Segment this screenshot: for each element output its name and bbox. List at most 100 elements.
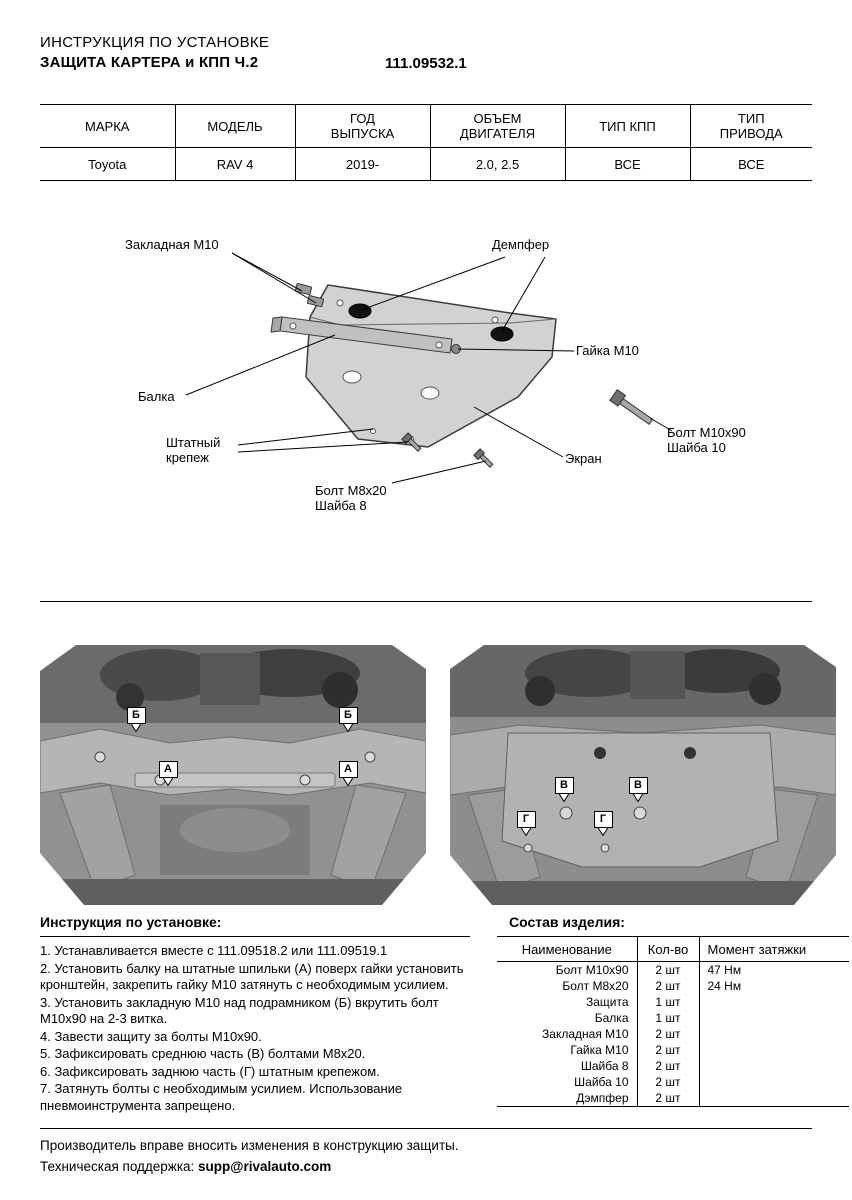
instructions-title: Инструкция по установке: — [40, 914, 470, 937]
installation-instructions: Инструкция по установке: 1. Устанавливае… — [40, 914, 488, 1115]
section-divider — [40, 601, 812, 602]
part-torque — [698, 1042, 849, 1058]
callout-letter: Г — [593, 811, 613, 828]
callout-arrow-icon — [558, 793, 570, 802]
part-torque — [698, 994, 849, 1010]
part-torque — [698, 1058, 849, 1074]
vehicle-table-header-row: МАРКА МОДЕЛЬ ГОД ВЫПУСКА ОБЪЕМ ДВИГАТЕЛЯ… — [40, 104, 812, 148]
support-label: Техническая поддержка: — [40, 1159, 199, 1174]
instruction-step: 1. Устанавливается вместе с 111.09518.2 … — [40, 943, 388, 958]
callout-V-right: В — [628, 777, 648, 802]
part-qty: 2 шт — [636, 961, 699, 978]
parts-row: Болт М10х90 2 шт 47 Нм — [497, 961, 849, 978]
parts-row: Защита 1 шт — [497, 994, 849, 1010]
engine-area — [450, 645, 836, 717]
part-torque: 24 Нм — [698, 978, 849, 994]
callout-letter: Г — [516, 811, 536, 828]
label-embedded-nut: Закладная М10 — [125, 237, 219, 252]
part-qty: 2 шт — [636, 978, 699, 994]
part-name: Балка — [594, 1011, 629, 1025]
support-line: Техническая поддержка: supp@rivalauto.co… — [40, 1159, 812, 1174]
manufacturer-note: Производитель вправе вносить изменения в… — [40, 1138, 459, 1153]
part-name: Дэмпфер — [497, 1090, 637, 1107]
crossbar-shape — [270, 316, 453, 354]
callout-letter: А — [338, 761, 358, 778]
part-torque: 47 Нм — [698, 961, 849, 978]
callout-V-left: В — [554, 777, 574, 802]
callout-G-left: Г — [516, 811, 536, 836]
bolt-m8x20-shape — [401, 432, 422, 452]
callout-arrow-icon — [342, 777, 354, 786]
photo-after-install: В В Г Г — [449, 645, 837, 905]
doc-footer: Производитель вправе вносить изменения в… — [40, 1128, 812, 1174]
parts-col-name: Наименование — [497, 936, 637, 962]
callout-B-right: Б — [338, 707, 358, 732]
callout-arrow-icon — [342, 723, 354, 732]
vehicle-col-drive: ТИП ПРИВОДА — [689, 104, 812, 148]
photo-white-corners — [450, 645, 836, 905]
vehicle-col-gearbox: ТИП КПП — [564, 104, 690, 148]
instruction-step: 4. Завести защиту за болты М10х90. — [40, 1028, 262, 1044]
callout-arrow-icon — [520, 827, 532, 836]
vehicle-table-data-row: Toyota RAV 4 2019- 2.0, 2.5 ВСЕ ВСЕ — [40, 147, 812, 181]
label-bolt-m10: Болт М10х90 Шайба 10 — [667, 425, 746, 455]
parts-row: Балка 1 шт — [497, 1010, 849, 1026]
vehicle-col-year: ГОД ВЫПУСКА — [294, 104, 430, 148]
parts-row: Болт М8х20 2 шт 24 Нм — [497, 978, 849, 994]
instruction-step: 3. Установить закладную М10 над подрамни… — [40, 994, 439, 1027]
part-qty: 1 шт — [636, 1010, 699, 1026]
callout-arrow-icon — [597, 827, 609, 836]
callout-A-right: А — [338, 761, 358, 786]
part-torque — [698, 1090, 849, 1107]
vehicle-gearbox: ВСЕ — [564, 147, 690, 181]
part-torque — [698, 1010, 849, 1026]
callout-letter: А — [158, 761, 178, 778]
engine-area — [40, 645, 426, 723]
parts-diagram: Закладная М10 Демпфер Гайка М10 Балка Шт… — [40, 225, 812, 540]
part-name: Защита — [585, 995, 629, 1009]
photo-before-drawing — [39, 645, 427, 905]
vehicle-table: МАРКА МОДЕЛЬ ГОД ВЫПУСКА ОБЪЕМ ДВИГАТЕЛЯ… — [40, 104, 812, 181]
parts-table: Наименование Кол-во Момент затяжки Болт … — [497, 936, 849, 1107]
embedded-nut-shapes — [294, 283, 325, 308]
callout-arrow-icon — [130, 723, 142, 732]
callout-arrow-icon — [632, 793, 644, 802]
parts-row: Шайба 8 2 шт — [497, 1058, 849, 1074]
bolt-m10x90-shape — [609, 389, 654, 425]
label-damper: Демпфер — [492, 237, 550, 252]
part-name: Шайба 8 — [580, 1059, 629, 1073]
callout-letter: Б — [126, 707, 146, 724]
part-qty: 2 шт — [636, 1026, 699, 1042]
part-name: Болт М10х90 — [555, 963, 629, 977]
callout-B-left: Б — [126, 707, 146, 732]
subframe-area — [39, 728, 427, 891]
instruction-step: 7. Затянуть болты с необходимым усилием.… — [40, 1081, 403, 1113]
parts-row: Шайба 10 2 шт — [497, 1074, 849, 1090]
part-name: Болт М8х20 — [562, 979, 629, 993]
parts-col-torque: Момент затяжки — [698, 936, 849, 962]
part-qty: 2 шт — [636, 1058, 699, 1074]
instruction-step: 6. Зафиксировать заднюю часть (Г) штатны… — [40, 1063, 380, 1079]
vehicle-brand: Toyota — [88, 156, 127, 172]
part-name: Закладная М10 — [542, 1027, 629, 1041]
instruction-step: 2. Установить балку на штатные шпильки (… — [40, 960, 464, 993]
part-torque — [698, 1074, 849, 1090]
part-qty: 2 шт — [636, 1074, 699, 1090]
label-nut-m10: Гайка М10 — [576, 343, 639, 358]
bolt-m8x20-shape — [473, 448, 494, 468]
callout-G-right: Г — [593, 811, 613, 836]
parts-diagram-drawing — [185, 252, 673, 484]
parts-col-qty: Кол-во — [636, 936, 699, 962]
doc-title-line2: ЗАЩИТА КАРТЕРА и КПП Ч.2 — [40, 54, 259, 71]
part-qty: 2 шт — [636, 1042, 699, 1058]
vehicle-col-brand: МАРКА — [85, 118, 130, 134]
callout-letter: Б — [338, 707, 358, 724]
parts-table-header-row: Наименование Кол-во Момент затяжки — [497, 936, 849, 962]
callout-A-left: А — [158, 761, 178, 786]
photo-white-corners — [40, 645, 426, 905]
parts-row: Дэмпфер 2 шт — [497, 1090, 849, 1107]
parts-list-title: Состав изделия: — [509, 914, 625, 930]
vehicle-model: RAV 4 — [174, 147, 295, 181]
part-name: Шайба 10 — [574, 1075, 629, 1089]
installed-plate — [501, 732, 779, 868]
